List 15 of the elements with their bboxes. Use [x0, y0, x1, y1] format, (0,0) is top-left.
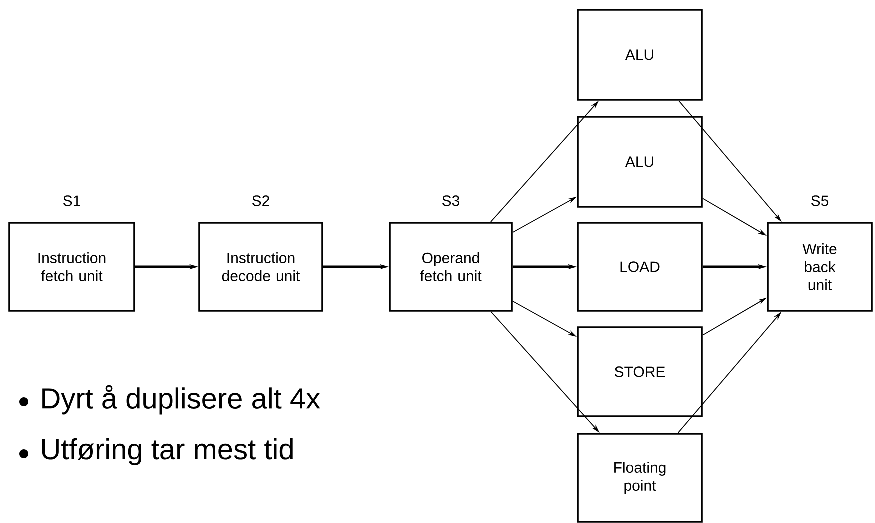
bullet-text: Dyrt å duplisere alt 4x: [42, 385, 320, 415]
unit-box: LOAD: [577, 222, 703, 312]
unit-box: Floating point: [577, 433, 703, 523]
bullet-text: Utføring tar mest tid: [42, 438, 293, 466]
unit-box: ALU: [577, 116, 703, 208]
stage-label: S1: [64, 196, 80, 206]
unit-box: STORE: [577, 326, 703, 418]
unit-box: Instruction decode unit: [198, 222, 324, 312]
unit-box: ALU: [577, 9, 703, 101]
unit-box: Operand fetch unit: [389, 222, 513, 312]
stage-label: S5: [812, 196, 829, 206]
unit-box: Write back unit: [767, 222, 873, 312]
stage-label: S2: [252, 196, 270, 206]
stage-label: S3: [442, 196, 460, 206]
unit-box: Instruction fetch unit: [8, 222, 136, 312]
